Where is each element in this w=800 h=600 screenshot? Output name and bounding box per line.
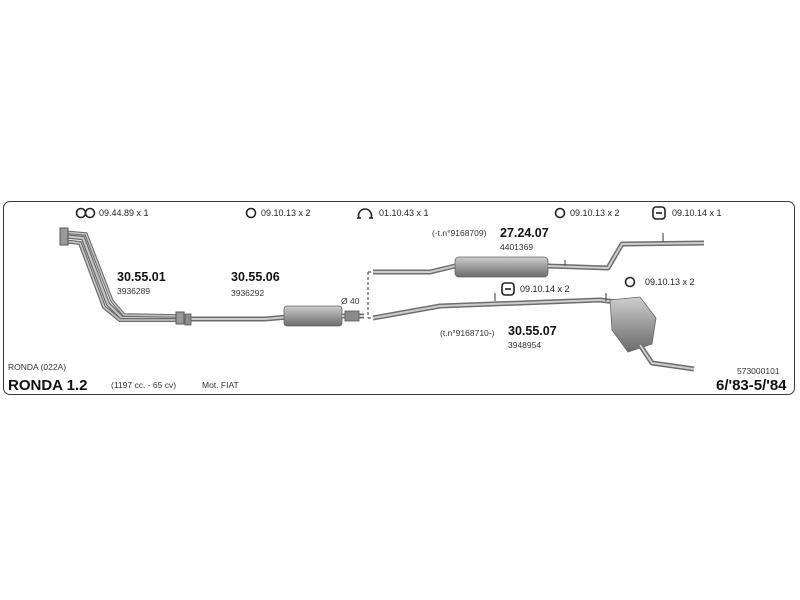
motor-label: Mot. FIAT: [202, 380, 239, 390]
accessory-label: 09.10.13 x 2: [570, 208, 620, 218]
part-code: 27.24.07: [500, 226, 549, 240]
part-code: 30.55.06: [231, 270, 280, 284]
alternative-bracket: [367, 271, 374, 319]
part-note: (-t.n°9168709): [432, 228, 487, 238]
clamp-icon: [357, 208, 373, 219]
accessory-label: 01.10.43 x 1: [379, 208, 429, 218]
part-code: 30.55.07: [508, 324, 557, 338]
rear-silencer-30-55-07: [372, 293, 695, 372]
accessory-label: 09.10.13 x 2: [645, 277, 695, 287]
rubber-hanger-icon: [501, 282, 515, 296]
part-ref: 3948954: [508, 340, 542, 350]
ring-icon: [245, 207, 257, 219]
ring-icon: [624, 276, 636, 288]
ring-icon: [554, 207, 566, 219]
flange-gasket-icon: [75, 207, 96, 219]
part-ref: 4401369: [500, 242, 534, 252]
production-period: 6/'83-5/'84: [716, 377, 787, 394]
part-ref: 3936289: [117, 286, 151, 296]
accessory-label: 09.10.14 x 2: [520, 284, 570, 294]
accessory-label: 09.44.89 x 1: [99, 208, 149, 218]
part-ref: 3936292: [231, 288, 265, 298]
part-note: (t.n°9168710-): [440, 328, 495, 338]
front-pipe-30-55-01: [59, 227, 185, 325]
rubber-hanger-icon: [652, 206, 666, 220]
part-code: 30.55.01: [117, 270, 166, 284]
accessory-label: 09.10.13 x 2: [261, 208, 311, 218]
accessory-label: 09.10.14 x 1: [672, 208, 722, 218]
diagram-frame: [3, 201, 795, 395]
model-variant: RONDA (022A): [8, 362, 67, 372]
diameter-label: Ø 40: [341, 296, 360, 306]
model-name: RONDA 1.2: [8, 377, 88, 394]
rear-silencer-27-24-07: [373, 233, 705, 278]
engine-spec: (1197 cc. - 65 cv): [111, 380, 177, 390]
catalog-number: 573000101: [737, 366, 780, 376]
middle-pipe-30-55-06: [184, 305, 364, 327]
